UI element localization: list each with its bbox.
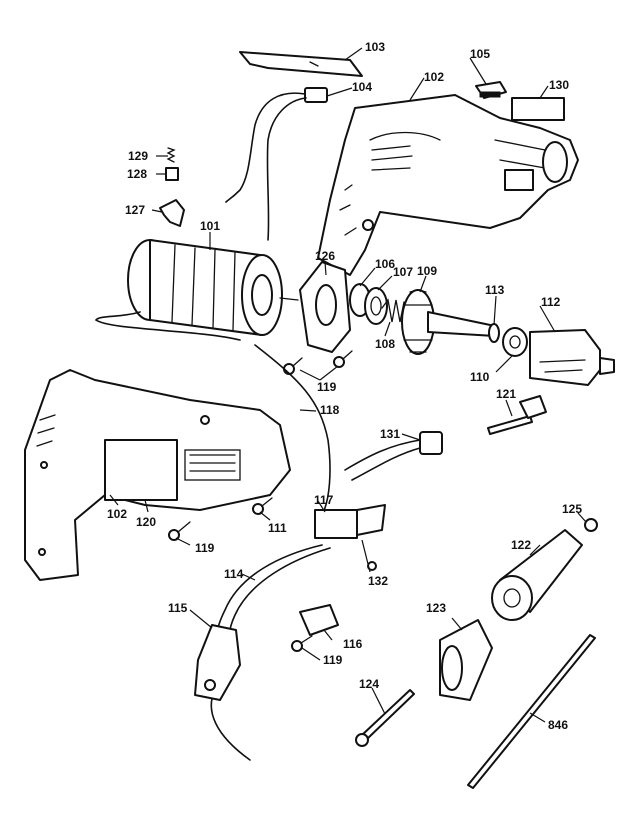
- part-119-screw-b: [168, 521, 191, 541]
- part-102-upper-housing: [317, 94, 579, 276]
- label-119-top: 119: [317, 380, 337, 394]
- label-131: 131: [380, 427, 400, 441]
- part-104-connector: [225, 87, 328, 241]
- part-127-brush-holder: [159, 199, 185, 227]
- part-117-switch: [314, 504, 386, 539]
- label-108: 108: [375, 337, 395, 351]
- label-105: 105: [470, 47, 490, 61]
- part-109-gear-spindle: [401, 289, 496, 355]
- part-103-cover: [239, 51, 363, 77]
- label-132: 132: [368, 574, 388, 588]
- label-117: 117: [314, 493, 334, 507]
- label-129: 129: [128, 149, 148, 163]
- label-846: 846: [548, 718, 568, 732]
- label-107: 107: [393, 265, 413, 279]
- part-110-collar: [502, 327, 528, 357]
- label-106: 106: [375, 257, 395, 271]
- part-102-handle-housing: [24, 369, 291, 581]
- label-111: 111: [268, 521, 287, 535]
- label-101: 101: [200, 219, 220, 233]
- part-107-ring: [364, 287, 388, 325]
- part-112-chuck: [529, 329, 615, 386]
- label-130: 130: [549, 78, 569, 92]
- label-109: 109: [417, 264, 437, 278]
- label-121: 121: [496, 387, 516, 401]
- label-118: 118: [320, 403, 340, 417]
- label-112: 112: [541, 295, 561, 309]
- part-118-cord: [254, 344, 331, 516]
- part-123-collar: [439, 619, 493, 701]
- part-125-cap: [584, 518, 598, 532]
- label-102-upper: 102: [424, 70, 444, 84]
- label-124: 124: [359, 677, 379, 691]
- label-120: 120: [136, 515, 156, 529]
- label-119-clamp: 119: [323, 653, 343, 667]
- part-130-label-plate: [511, 97, 565, 121]
- part-128-brush: [165, 167, 179, 181]
- label-104: 104: [352, 80, 372, 94]
- part-846-depth-rod: [467, 634, 596, 789]
- label-114: 114: [224, 567, 244, 581]
- part-108-spring: [381, 298, 405, 323]
- part-111-screw: [252, 497, 273, 515]
- leader-lines: [109, 47, 587, 723]
- label-126: 126: [315, 249, 335, 263]
- label-125: 125: [562, 502, 582, 516]
- label-102-lower: 102: [107, 507, 127, 521]
- part-labels: 103 104 102 105 130 129 128 127 101 126 …: [107, 40, 582, 732]
- label-115: 115: [168, 601, 188, 615]
- label-116: 116: [343, 637, 363, 651]
- part-124-bolt: [355, 689, 415, 747]
- part-113-washer: [488, 323, 500, 343]
- part-129-spring: [166, 147, 176, 163]
- part-119-screws-a: [283, 350, 353, 375]
- label-103: 103: [365, 40, 385, 54]
- label-127: 127: [125, 203, 145, 217]
- part-131-connector: [344, 431, 443, 481]
- label-110: 110: [470, 370, 490, 384]
- part-126-bearing-plate: [299, 261, 351, 353]
- part-121-chuck-key: [487, 395, 547, 435]
- label-119-handle: 119: [195, 541, 215, 555]
- part-116-clamp: [299, 604, 339, 636]
- label-122: 122: [511, 538, 531, 552]
- label-113: 113: [485, 283, 505, 297]
- label-128: 128: [127, 167, 147, 181]
- part-122-side-handle: [491, 529, 583, 621]
- part-105-switch-button: [475, 81, 507, 99]
- part-119-screw-c: [291, 635, 313, 652]
- label-123: 123: [426, 601, 446, 615]
- part-115-cord-guard: [194, 624, 241, 701]
- part-101-armature: [94, 239, 299, 341]
